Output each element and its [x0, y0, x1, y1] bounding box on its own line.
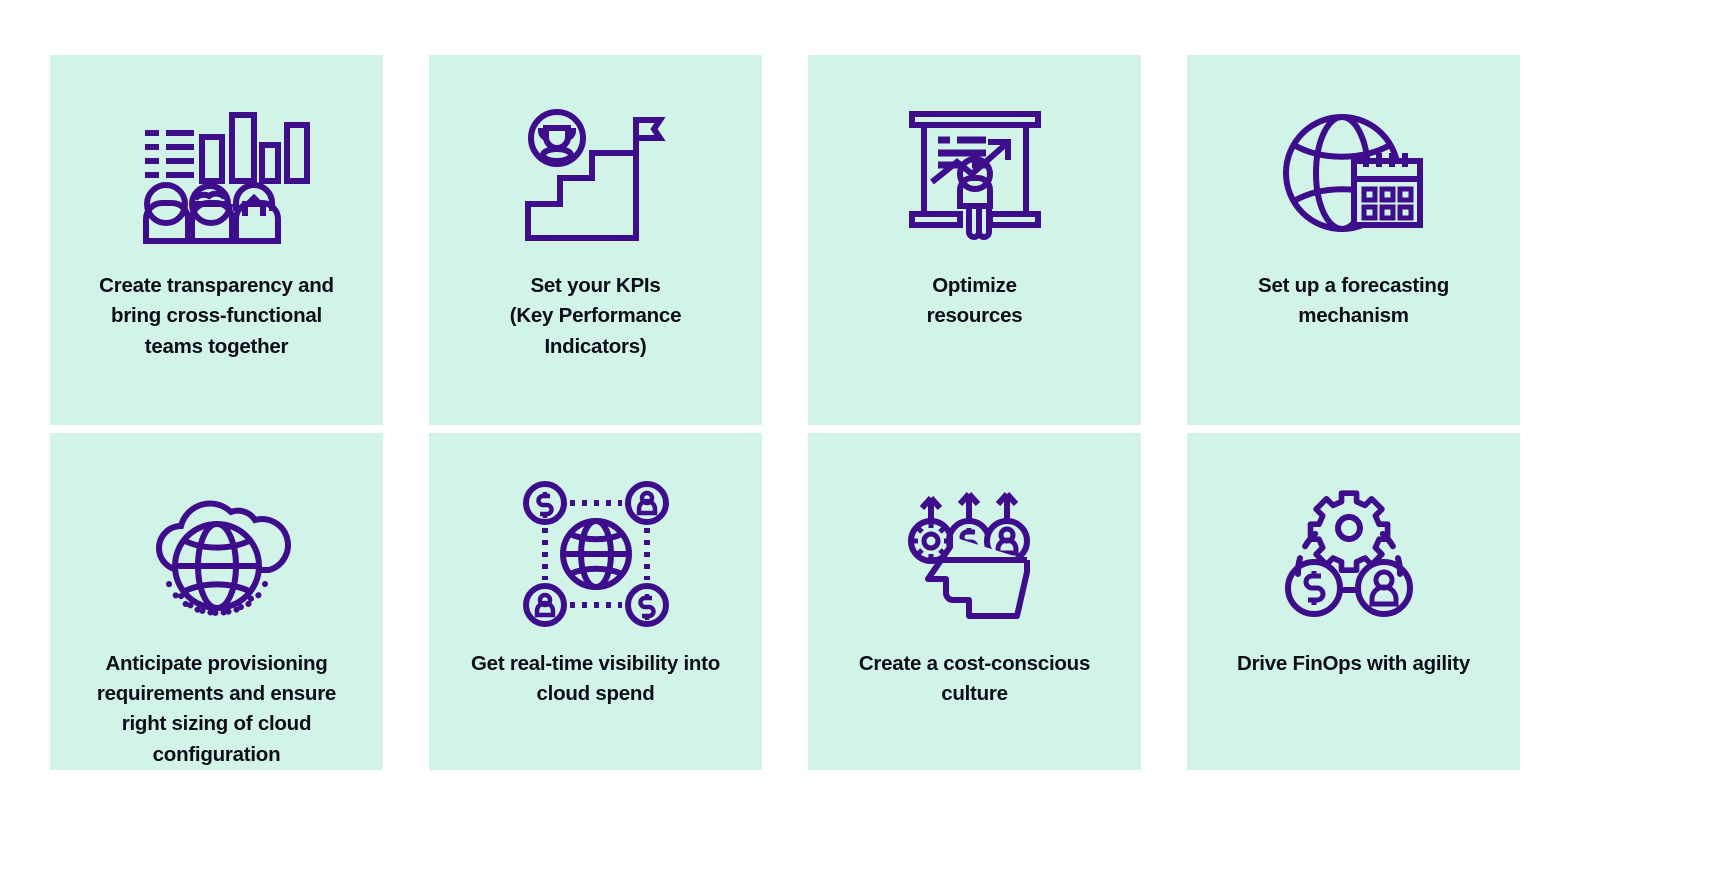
- caption-line: (Key Performance: [509, 304, 682, 328]
- card-set-kpis[interactable]: Set your KPIs (Key Performance Indicator…: [429, 55, 762, 425]
- card-caption: Optimize resources: [825, 271, 1125, 332]
- caption-line: Optimize: [932, 274, 1017, 297]
- gear-dollar-user-agility-icon: [1269, 479, 1439, 629]
- caption-line: culture: [941, 682, 1008, 706]
- caption-line: Drive FinOps with agility: [1237, 652, 1470, 675]
- card-caption: Drive FinOps with agility: [1204, 649, 1504, 679]
- caption-line: teams together: [144, 334, 289, 358]
- card-anticipate-provisioning[interactable]: Anticipate provisioning requirements and…: [50, 433, 383, 770]
- card-grid: Create transparency and bring cross-func…: [50, 55, 1528, 770]
- card-optimize-resources[interactable]: Optimize resources: [808, 55, 1141, 425]
- caption-line: Set up a forecasting: [1258, 274, 1449, 297]
- caption-line: Anticipate provisioning: [105, 651, 328, 675]
- card-caption: Get real-time visibility into cloud spen…: [446, 649, 746, 710]
- caption-line: resources: [926, 304, 1023, 328]
- card-cost-conscious-culture[interactable]: Create a cost-conscious culture: [808, 433, 1141, 770]
- card-forecasting-mechanism[interactable]: Set up a forecasting mechanism: [1187, 55, 1520, 425]
- caption-line: Create a cost-conscious: [858, 652, 1091, 675]
- caption-line: Indicators): [544, 334, 647, 358]
- cloud-globe-icon: [132, 479, 302, 629]
- caption-line: Get real-time visibility into: [470, 652, 721, 675]
- team-bar-chart-icon: [132, 101, 310, 251]
- caption-line: Set your KPIs: [530, 274, 661, 297]
- card-caption: Create a cost-conscious culture: [825, 649, 1125, 710]
- head-gear-dollar-user-arrows-icon: [890, 479, 1060, 629]
- caption-line: right sizing of cloud: [121, 712, 312, 736]
- card-drive-finops-agility[interactable]: Drive FinOps with agility: [1187, 433, 1520, 770]
- card-create-transparency[interactable]: Create transparency and bring cross-func…: [50, 55, 383, 425]
- caption-line: Create transparency and: [99, 274, 334, 297]
- presentation-growth-person-icon: [890, 101, 1060, 251]
- caption-line: mechanism: [1298, 304, 1409, 328]
- card-caption: Set your KPIs (Key Performance Indicator…: [446, 271, 746, 362]
- card-caption: Create transparency and bring cross-func…: [67, 271, 367, 362]
- caption-line: bring cross-functional: [111, 304, 322, 328]
- card-caption: Set up a forecasting mechanism: [1204, 271, 1504, 332]
- caption-line: requirements and ensure: [96, 682, 337, 706]
- globe-calendar-icon: [1269, 101, 1439, 251]
- globe-network-dollar-user-icon: [511, 479, 681, 629]
- caption-line: configuration: [152, 742, 281, 766]
- card-realtime-visibility[interactable]: Get real-time visibility into cloud spen…: [429, 433, 762, 770]
- caption-line: cloud spend: [536, 682, 655, 706]
- trophy-stairs-flag-icon: [511, 101, 681, 251]
- card-caption: Anticipate provisioning requirements and…: [67, 649, 367, 770]
